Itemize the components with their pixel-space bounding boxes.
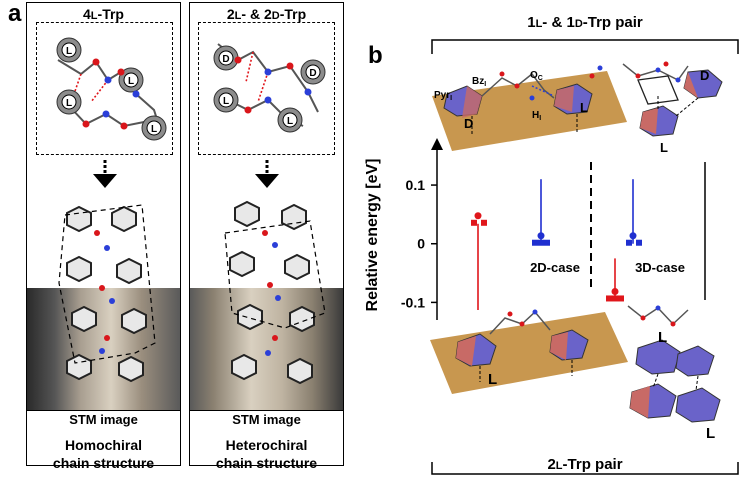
bottom-pair-title: 2L-Trp pair	[430, 456, 740, 473]
homochiral-caption: Homochiral chain structure	[20, 436, 187, 472]
heterochiral-molecule-model: D D L L	[213, 43, 326, 133]
bottom-right-stacked-model: L L	[627, 305, 721, 442]
down-arrow-icon	[255, 160, 279, 188]
heterochiral-frame	[189, 2, 344, 466]
top-bracket	[431, 39, 739, 54]
panel-a-label: a	[8, 0, 22, 27]
residue-label: D	[700, 68, 709, 83]
y-tick-label: 0.1	[406, 177, 426, 193]
energy-point	[611, 287, 619, 295]
residue-label: D	[464, 116, 473, 131]
residue-label: L	[287, 116, 293, 127]
homochiral-frame	[26, 2, 181, 466]
homochiral-title: 4L-Trp	[83, 6, 124, 22]
residue-label: L	[151, 124, 157, 135]
residue-label: L	[128, 76, 134, 87]
energy-marker	[626, 239, 632, 246]
residue-label: L	[66, 46, 72, 57]
homochiral-chain-model	[58, 204, 156, 383]
residue-label: L	[660, 140, 668, 152]
y-axis-arrow-icon	[431, 138, 443, 150]
top-pair-title: 1L- & 1D-Trp pair	[527, 14, 643, 31]
homochiral-molecule-model: L L L L	[56, 37, 167, 141]
residue-label: L	[706, 425, 715, 442]
heterochiral-stm-label: STM image	[190, 410, 343, 429]
svg-text:BzI: BzI	[472, 76, 486, 88]
heterochiral-stm-image	[190, 288, 343, 410]
heterochiral-title: 2L- & 2D-Trp	[226, 6, 307, 22]
residue-label: L	[580, 100, 588, 115]
panel-b-label: b	[368, 42, 383, 69]
energy-point	[537, 232, 545, 240]
residue-label: L	[488, 371, 497, 388]
relative-energy-chart: Relative energy [eV] 0.1 0 -0.1 2D-case 3D…	[364, 138, 706, 320]
homochiral-molecule-box	[36, 22, 173, 155]
top-left-adsorption-model: BzI PyrI OC HI D L Au (111)	[432, 65, 627, 161]
top-right-stacked-model: D L	[622, 61, 723, 152]
heterochiral-caption: Heterochiral chain structure	[183, 436, 350, 472]
energy-marker	[532, 239, 550, 246]
bottom-left-adsorption-model: L	[430, 309, 628, 394]
residue-label: L	[223, 96, 229, 107]
residue-label: D	[309, 68, 316, 79]
svg-text:PyrI: PyrI	[434, 90, 452, 102]
bottom-bracket	[431, 462, 739, 475]
caption-line: Homochiral	[64, 437, 142, 453]
energy-marker	[636, 239, 642, 246]
caption-line: chain structure	[52, 455, 155, 471]
heterochiral-molecule-box	[198, 22, 335, 155]
y-axis-label: Relative energy [eV]	[364, 159, 381, 312]
y-tick-label: 0	[417, 236, 425, 252]
homochiral-stm-label: STM image	[27, 410, 180, 429]
surface-label: Au (111)	[474, 149, 515, 161]
energy-point	[474, 212, 482, 220]
case-3d-label: 3D-case	[635, 260, 685, 275]
caption-line: Heterochiral	[225, 437, 308, 453]
residue-label: D	[222, 54, 229, 65]
energy-marker	[481, 219, 487, 226]
heterochiral-chain-model	[224, 200, 326, 385]
residue-label: L	[658, 329, 667, 346]
residue-label: L	[66, 98, 72, 109]
svg-text:OC: OC	[530, 70, 543, 82]
caption-line: chain structure	[215, 455, 318, 471]
y-tick-label: -0.1	[401, 294, 425, 310]
svg-text:HI: HI	[532, 110, 541, 122]
energy-point	[629, 232, 637, 240]
energy-marker	[606, 295, 624, 302]
energy-marker	[471, 219, 477, 226]
case-2d-label: 2D-case	[530, 260, 580, 275]
down-arrow-icon	[93, 160, 117, 188]
